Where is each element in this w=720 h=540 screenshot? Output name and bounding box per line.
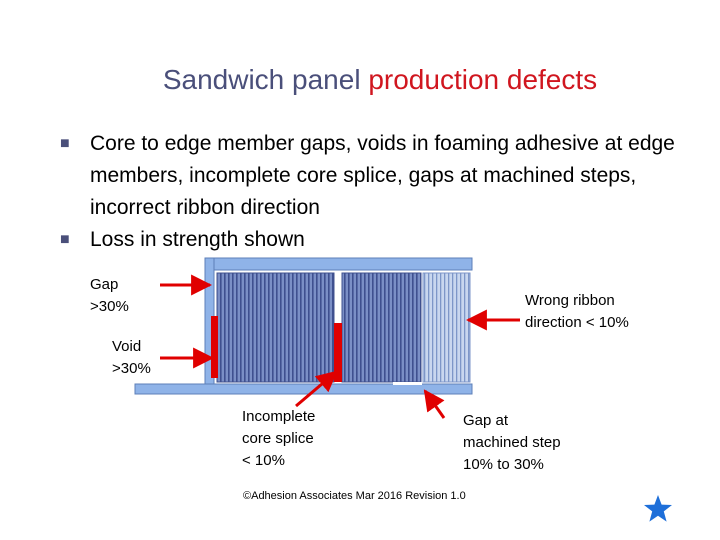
- square-bullet-icon: ■: [60, 135, 70, 152]
- bottom-skin: [134, 383, 473, 395]
- ribbon-label-line: Wrong ribbon: [525, 292, 615, 309]
- void-label-line: Void: [112, 338, 142, 355]
- honeycomb-core: [216, 272, 471, 383]
- step-arrow: [423, 389, 446, 419]
- slide-title: Sandwich panel production defects: [0, 64, 720, 96]
- bullet-item: ■ Core to edge member gaps, voids in foa…: [60, 128, 710, 224]
- splice-label-line: Incomplete: [242, 408, 316, 425]
- gap-label: Gap >30%: [90, 274, 129, 318]
- void-defect: [211, 316, 218, 378]
- bullet-text: Core to edge member gaps, voids in foami…: [90, 132, 675, 219]
- gap-label-line: >30%: [90, 298, 129, 315]
- void-label: Void >30%: [112, 336, 151, 380]
- callout-arrows: [160, 274, 520, 419]
- panel-skins: [134, 257, 473, 395]
- step-label-line: machined step: [463, 434, 561, 451]
- splice-defect: [334, 323, 342, 382]
- bullet-item: ■ Loss in strength shown: [60, 224, 710, 256]
- core-block-left: [216, 272, 335, 383]
- gap-label-line: Gap: [90, 276, 119, 293]
- machined-step-gap: [393, 382, 422, 385]
- ribbon-label-line: direction < 10%: [525, 314, 629, 331]
- bullet-list: ■ Core to edge member gaps, voids in foa…: [60, 128, 710, 256]
- step-label-line: Gap at: [463, 412, 509, 429]
- top-skin: [204, 257, 473, 271]
- splice-label-line: < 10%: [242, 452, 285, 469]
- splice-arrow: [295, 370, 338, 408]
- square-bullet-icon: ■: [60, 231, 70, 248]
- core-block-wrong-ribbon: [422, 272, 471, 383]
- step-label: Gap at machined step 10% to 30%: [463, 410, 561, 476]
- bullet-text: Loss in strength shown: [90, 228, 305, 251]
- title-highlight: production defects: [368, 64, 598, 95]
- void-label-line: >30%: [112, 360, 151, 377]
- core-block-middle: [341, 272, 422, 383]
- title-text: Sandwich panel: [162, 64, 369, 95]
- step-label-line: 10% to 30%: [463, 456, 544, 473]
- ribbon-label: Wrong ribbon direction < 10%: [525, 290, 629, 334]
- defect-markers: [211, 316, 422, 385]
- footer-copyright: ©Adhesion Associates Mar 2016 Revision 1…: [243, 490, 466, 502]
- star-icon[interactable]: [643, 494, 673, 524]
- splice-label: Incomplete core splice < 10%: [242, 406, 315, 472]
- splice-label-line: core splice: [242, 430, 314, 447]
